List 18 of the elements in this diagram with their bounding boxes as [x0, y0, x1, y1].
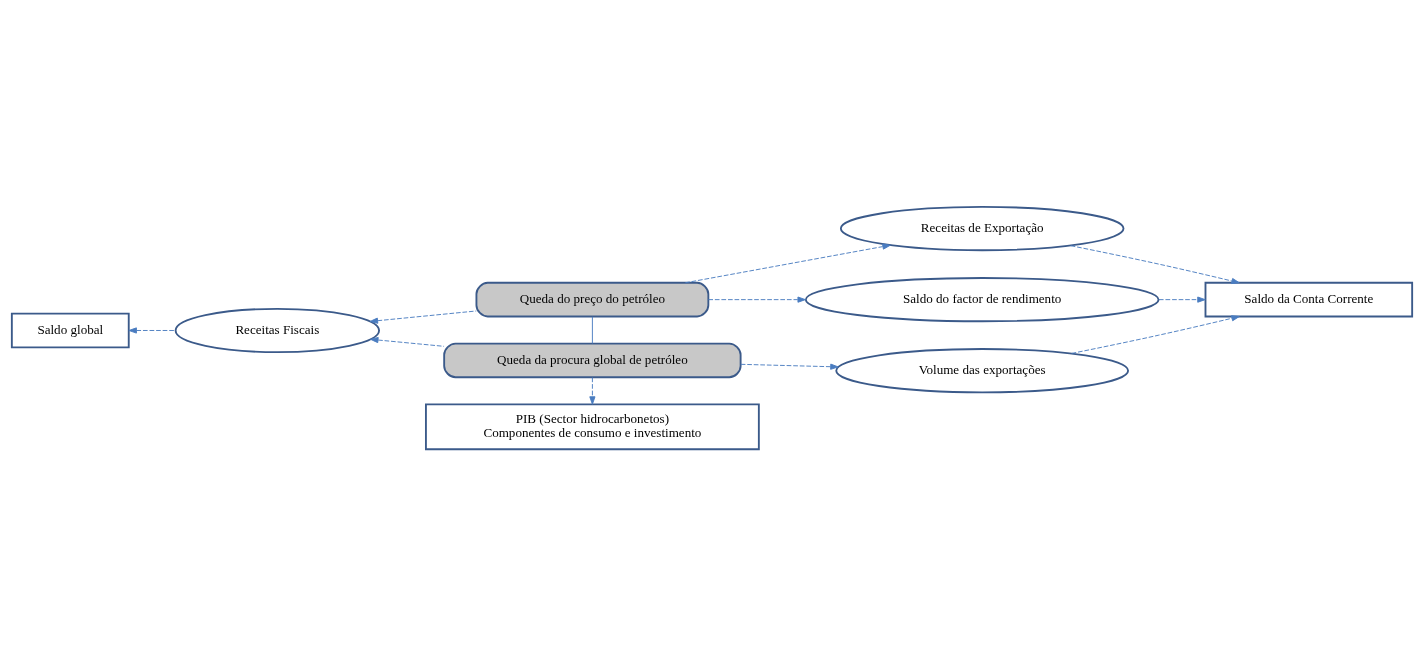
node-box: Queda da procura global de petróleo [443, 342, 742, 379]
arrow [370, 336, 445, 347]
node-box: Queda do preço do petróleo [475, 281, 710, 318]
node-ellipse: Volume das exportações [835, 348, 1130, 394]
arrow [589, 377, 596, 405]
arrow [369, 310, 477, 324]
arrow [684, 243, 891, 284]
arrow [128, 327, 176, 334]
arrow [1070, 245, 1240, 285]
node-box: Saldo da Conta Corrente [1204, 281, 1414, 318]
arrow [1071, 315, 1240, 354]
connector [591, 316, 593, 345]
arrow [740, 363, 839, 370]
arrow [707, 296, 806, 303]
arrow [1158, 296, 1206, 303]
node-ellipse: Saldo do factor de rendimento [804, 277, 1160, 323]
node-box: Saldo global [10, 312, 130, 349]
node-box: PIB (Sector hidrocarbonetos) Componentes de consumo e investimento [425, 403, 760, 451]
